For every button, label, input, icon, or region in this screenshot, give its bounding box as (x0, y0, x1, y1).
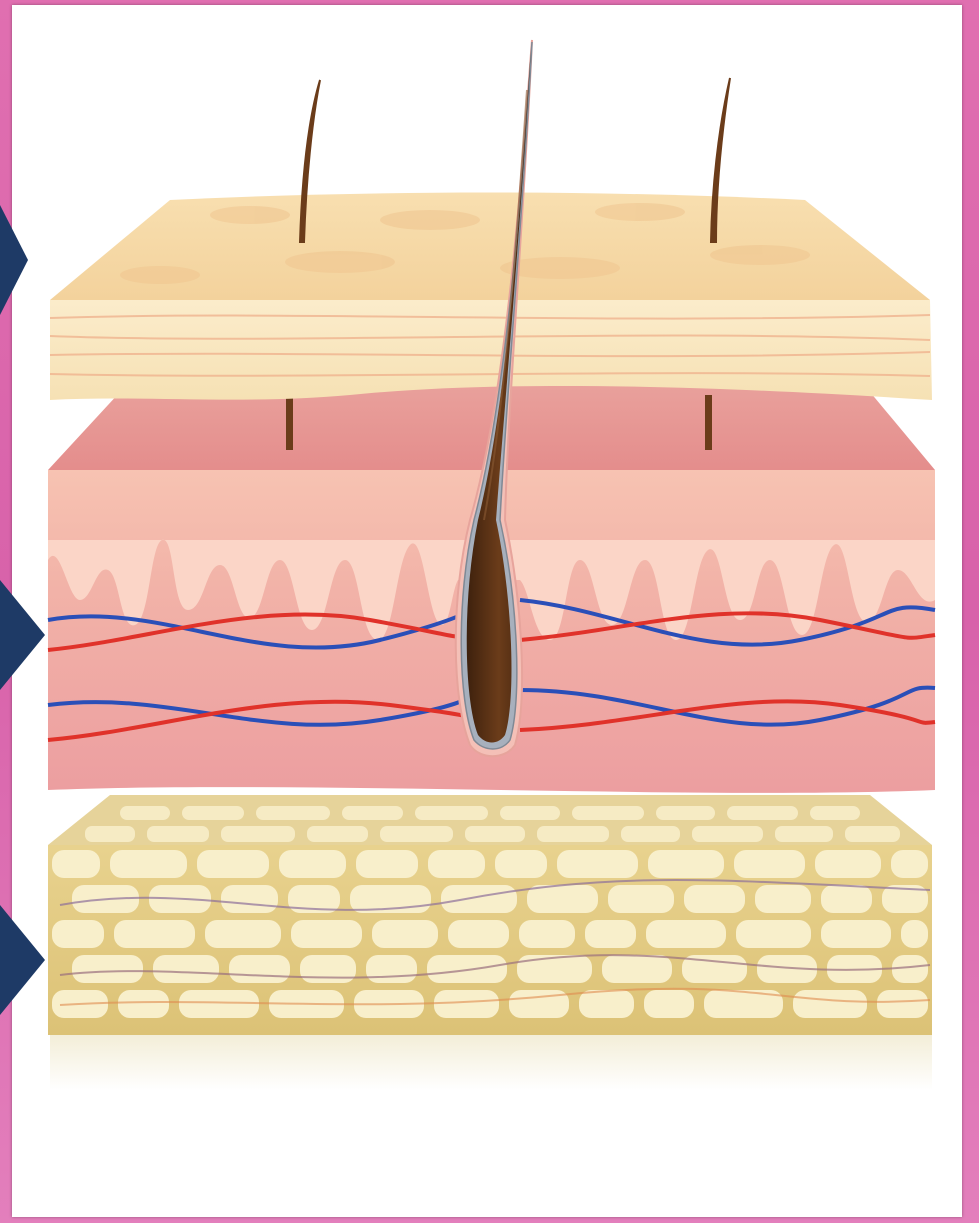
fat-cell (585, 920, 636, 948)
fat-cell (775, 826, 833, 842)
triangle-right-icon (0, 905, 50, 1015)
fat-cell (221, 826, 295, 842)
triangle-right-icon (0, 205, 50, 315)
hypodermis-shadow (50, 1030, 932, 1090)
fat-cell (205, 920, 281, 948)
fat-cell (537, 826, 609, 842)
fat-cell (120, 806, 170, 820)
fat-cell (727, 806, 798, 820)
fat-cell (602, 955, 672, 983)
fat-cell (465, 826, 525, 842)
fat-cell (182, 806, 244, 820)
fat-cell (448, 920, 509, 948)
fat-cell (197, 850, 269, 878)
fat-cell (380, 826, 453, 842)
fat-cell (821, 920, 891, 948)
hair-shaft-dermis-right (705, 395, 712, 450)
fat-cell (656, 806, 715, 820)
fat-cell (441, 885, 517, 913)
fat-cell (810, 806, 860, 820)
fat-cell (646, 920, 726, 948)
fat-cell (110, 850, 187, 878)
fat-cell (52, 920, 104, 948)
fat-cell (495, 850, 547, 878)
fat-cell (579, 990, 634, 1018)
fat-cell (279, 850, 346, 878)
fat-cell (147, 826, 209, 842)
fat-cell (229, 955, 290, 983)
fat-cell (153, 955, 219, 983)
fat-cell (901, 920, 928, 948)
fat-cell (644, 990, 694, 1018)
fat-cell (372, 920, 438, 948)
fat-cell (366, 955, 417, 983)
fat-cell (118, 990, 169, 1018)
epidermis-top-face (50, 193, 930, 301)
fat-cell (877, 990, 928, 1018)
fat-cell (517, 955, 592, 983)
fat-cell (815, 850, 881, 878)
fat-cell (291, 920, 362, 948)
fat-cell (72, 955, 143, 983)
fat-cell (415, 806, 488, 820)
fat-cell (256, 806, 330, 820)
fat-cell (684, 885, 745, 913)
triangle-right-icon (0, 580, 50, 690)
fat-cell (221, 885, 278, 913)
fat-cell (621, 826, 680, 842)
fat-cell (692, 826, 763, 842)
fat-cell (179, 990, 259, 1018)
fat-cell (891, 850, 928, 878)
fat-cell (755, 885, 811, 913)
fat-cell (793, 990, 867, 1018)
fat-cell (500, 806, 560, 820)
fat-cell (557, 850, 638, 878)
fat-cell (821, 885, 872, 913)
fat-cell (307, 826, 368, 842)
fat-cell (734, 850, 805, 878)
fat-cell (114, 920, 195, 948)
fat-cell (428, 850, 485, 878)
fat-cell (52, 850, 100, 878)
epidermis-layer (50, 78, 932, 400)
fat-cell (519, 920, 575, 948)
fat-cell (342, 806, 403, 820)
fat-cell (300, 955, 356, 983)
fat-cell (356, 850, 418, 878)
fat-cell (427, 955, 507, 983)
fat-cell (572, 806, 644, 820)
fat-cell (736, 920, 811, 948)
fat-cell (608, 885, 674, 913)
fat-cell (434, 990, 499, 1018)
hair-shaft-dermis-left (286, 390, 293, 450)
fat-cell (845, 826, 900, 842)
fat-cell (85, 826, 135, 842)
fat-cell (527, 885, 598, 913)
hypodermis-layer (48, 795, 932, 1090)
fat-cell (648, 850, 724, 878)
